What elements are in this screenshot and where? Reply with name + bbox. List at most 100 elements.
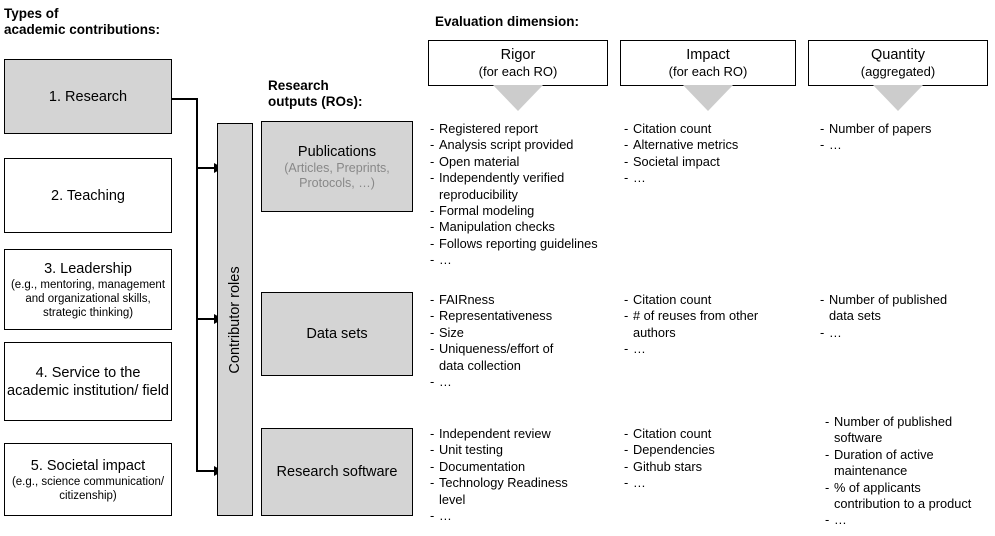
bullet-dash-icon: - <box>820 137 825 153</box>
criteria-item: -% of applicants contribution to a produ… <box>825 480 995 513</box>
criteria-item: -… <box>820 325 992 341</box>
criteria-item-label: … <box>829 324 842 340</box>
connector-line-from-research <box>172 98 198 100</box>
bullet-dash-icon: - <box>430 219 435 235</box>
dimension-box-impact[interactable]: Impact (for each RO) <box>620 40 796 86</box>
contribution-box-service[interactable]: 4. Service to the academic institution/ … <box>4 342 172 421</box>
criteria-item-label: # of reuses from other authors <box>633 308 759 340</box>
bullet-dash-icon: - <box>430 508 435 524</box>
criteria-item: -Documentation <box>430 459 625 475</box>
contribution-box-research[interactable]: 1. Research <box>4 59 172 134</box>
criteria-item-label: Dependencies <box>633 442 715 458</box>
criteria-list-publications-impact: -Citation count-Alternative metrics-Soci… <box>624 121 809 187</box>
criteria-item: -Duration of active maintenance <box>825 447 995 480</box>
contribution-box-leadership[interactable]: 3. Leadership (e.g., mentoring, manageme… <box>4 249 172 330</box>
bullet-dash-icon: - <box>430 153 435 169</box>
criteria-item: -Alternative metrics <box>624 137 809 153</box>
criteria-item: -… <box>430 508 625 524</box>
research-output-subtitle: (Articles, Preprints, Protocols, …) <box>284 160 390 190</box>
criteria-item-label: Registered report <box>439 121 538 136</box>
dimension-subtitle: (for each RO) <box>478 64 558 79</box>
criteria-item: -Manipulation checks <box>430 219 625 235</box>
research-output-box-data-sets[interactable]: Data sets <box>261 292 413 376</box>
criteria-item-label: Alternative metrics <box>633 137 739 153</box>
bullet-dash-icon: - <box>825 446 830 462</box>
bullet-dash-icon: - <box>430 252 435 268</box>
criteria-item: -Follows reporting guidelines <box>430 236 625 252</box>
criteria-item-label: Unit testing <box>439 442 504 458</box>
research-output-box-research-software[interactable]: Research software <box>261 428 413 516</box>
criteria-item: -Independent review <box>430 426 625 442</box>
criteria-item-label: … <box>633 170 646 186</box>
bullet-dash-icon: - <box>430 458 435 474</box>
criteria-item-label: … <box>439 252 452 268</box>
bullet-dash-icon: - <box>430 235 435 251</box>
contribution-subtitle: (e.g., science communication/ citizenshi… <box>11 475 165 502</box>
criteria-item: -Open material <box>430 154 625 170</box>
criteria-item-label: Citation count <box>633 426 712 441</box>
criteria-item-label: Github stars <box>633 458 702 474</box>
criteria-item: -Representativeness <box>430 308 625 324</box>
criteria-item: -Societal impact <box>624 154 809 170</box>
bullet-dash-icon: - <box>430 170 435 186</box>
contribution-box-teaching[interactable]: 2. Teaching <box>4 158 172 233</box>
research-output-box-publications[interactable]: Publications (Articles, Preprints, Proto… <box>261 121 413 212</box>
criteria-item: -Independently verified reproducibility <box>430 170 625 203</box>
criteria-item-label: Societal impact <box>633 153 720 169</box>
bullet-dash-icon: - <box>430 324 435 340</box>
bullet-dash-icon: - <box>624 426 629 441</box>
criteria-item: -… <box>624 475 809 491</box>
criteria-item-label: Representativeness <box>439 308 553 324</box>
research-output-title: Publications <box>297 143 377 160</box>
down-triangle-icon-quantity <box>873 85 923 111</box>
criteria-item: -Uniqueness/effort of data collection <box>430 341 625 374</box>
contribution-box-societal-impact[interactable]: 5. Societal impact (e.g., science commun… <box>4 443 172 516</box>
criteria-item-label: Size <box>439 324 464 340</box>
bullet-dash-icon: - <box>624 137 629 153</box>
bullet-dash-icon: - <box>430 292 435 307</box>
criteria-list-data-sets-impact: -Citation count-# of reuses from other a… <box>624 292 809 358</box>
dimension-title: Rigor <box>500 47 536 63</box>
criteria-item-label: FAIRness <box>439 292 495 307</box>
bullet-dash-icon: - <box>430 137 435 153</box>
criteria-item: -… <box>820 137 992 153</box>
bullet-dash-icon: - <box>624 308 629 324</box>
criteria-item: -Technology Readiness level <box>430 475 625 508</box>
criteria-item-label: … <box>439 374 452 390</box>
connector-trunk-vertical <box>196 98 198 472</box>
contribution-subtitle: (e.g., mentoring, management and organiz… <box>10 278 166 319</box>
connector-branch-2 <box>196 318 216 320</box>
criteria-item: -Citation count <box>624 426 809 442</box>
dimension-box-quantity[interactable]: Quantity (aggregated) <box>808 40 988 86</box>
criteria-item-label: … <box>633 341 646 357</box>
dimension-box-rigor[interactable]: Rigor (for each RO) <box>428 40 608 86</box>
research-output-title: Research software <box>276 464 398 480</box>
research-output-title: Data sets <box>306 326 368 342</box>
criteria-item-label: Uniqueness/effort of data collection <box>439 341 554 373</box>
criteria-list-research-software-impact: -Citation count-Dependencies-Github star… <box>624 426 809 492</box>
contribution-title: 5. Societal impact <box>30 457 146 474</box>
criteria-list-publications-quantity: -Number of papers-… <box>820 121 992 154</box>
criteria-item-label: Number of published data sets <box>829 292 948 324</box>
criteria-item-label: Duration of active maintenance <box>834 446 934 479</box>
criteria-item: -Unit testing <box>430 442 625 458</box>
criteria-item-label: Number of papers <box>829 121 932 136</box>
criteria-item: -Citation count <box>624 121 809 137</box>
dimension-title: Impact <box>686 47 730 63</box>
criteria-list-publications-rigor: -Registered report-Analysis script provi… <box>430 121 625 269</box>
criteria-item: -Github stars <box>624 459 809 475</box>
criteria-item-label: Number of published software <box>834 414 953 446</box>
contributor-roles-label: Contributor roles <box>227 265 243 374</box>
bullet-dash-icon: - <box>624 475 629 491</box>
criteria-list-research-software-rigor: -Independent review-Unit testing-Documen… <box>430 426 625 524</box>
bullet-dash-icon: - <box>430 442 435 458</box>
contribution-title: 4. Service to the academic institution/ … <box>7 364 169 399</box>
criteria-item-label: Follows reporting guidelines <box>439 235 598 251</box>
criteria-item-label: … <box>439 508 452 524</box>
criteria-item-label: … <box>829 137 842 153</box>
contributor-roles-bar[interactable]: Contributor roles <box>217 123 253 516</box>
bullet-dash-icon: - <box>825 512 830 528</box>
criteria-item: -Number of published software <box>825 414 995 447</box>
contribution-title: 1. Research <box>48 88 128 105</box>
criteria-item-label: Formal modeling <box>439 203 535 219</box>
